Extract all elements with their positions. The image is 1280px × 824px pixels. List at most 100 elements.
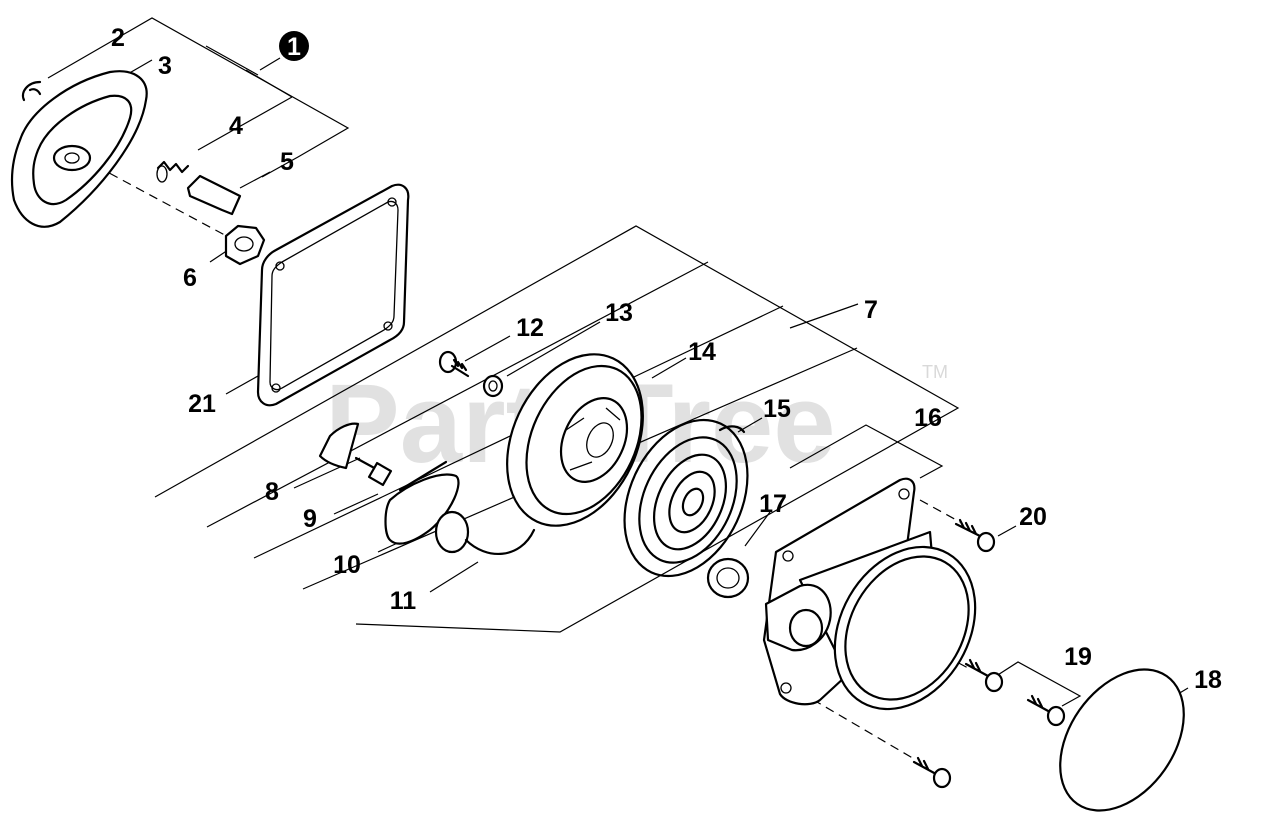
callout-15: 15 [763,395,791,423]
washer-part-13 [482,374,504,398]
spring-coils [156,160,190,174]
screw-part-19-a [964,658,1004,693]
bushing-part-17 [706,557,750,599]
screw-part-19-b [1026,694,1066,727]
e-clip-part-2 [21,80,42,102]
screw-20-shank [954,518,982,538]
bracket-group-1 [47,17,350,178]
screw-20-head [976,531,996,553]
pulley-cover-part-3 [10,70,148,228]
gasket-part-21 [256,183,410,407]
nut-hex [224,224,266,266]
bushing-outer [706,557,750,599]
nut-part-6 [224,224,266,266]
handle-cap-part-8 [318,422,360,470]
case-drum [833,545,977,711]
handle-grip-part-10 [384,460,460,545]
axis-screw-20 [919,499,961,523]
cover-body [10,70,148,228]
cap-shape [318,422,360,470]
decal-disc [1059,668,1185,812]
bracket-group-19 [989,661,1082,707]
bracket-tick-b [245,69,293,98]
leader-11 [429,561,479,593]
reel-ribs [565,407,621,471]
screw-part-20 [954,518,996,553]
callout-6: 6 [183,264,197,292]
leader-12 [464,335,511,362]
spring-coil-2 [638,436,738,564]
nut-hole [234,236,254,252]
callout-7: 7 [864,296,878,324]
spring-hook [718,425,746,434]
watermark-trademark: TM [922,362,948,382]
callout-1-marker [279,31,309,61]
callout-numbers: 1 2 3 4 5 6 7 8 9 10 11 12 13 14 15 16 1… [111,24,1222,694]
callout-4: 4 [229,112,243,140]
gasket-inner [269,200,399,391]
reel-center-hole [586,422,614,458]
screw-19c-head [932,767,952,789]
e-clip-shape [21,80,42,102]
case-boss-hole [788,608,824,648]
cover-hub [52,144,92,172]
case-hole-b [782,550,794,562]
spring-coil-3 [653,453,727,551]
screw-19b-shank [1026,694,1052,714]
starter-case-part-16 [762,477,977,711]
callout-10: 10 [333,551,361,579]
bushing-inner [716,567,740,589]
callout-17: 17 [759,490,787,518]
bracket-group-7 [154,225,960,633]
callout-11: 11 [390,587,417,615]
leader-4 [197,96,293,151]
rope-knot [434,510,470,554]
pawl-body [186,174,242,216]
leader-14 [651,357,687,379]
callout-8: 8 [265,478,279,506]
bracket-lines [47,17,1189,707]
gasket-hole-b [387,197,397,207]
recoil-spring-part-15 [623,418,749,578]
axis-screw-19b [799,691,917,761]
screw-19c-shank [912,756,938,776]
reel-rim [525,364,643,516]
gasket-hole-c [383,321,393,331]
gasket-outer [256,183,410,407]
bracket-group-16 [789,424,944,479]
callout-16: 16 [914,404,942,432]
leader-13 [506,321,601,377]
pawl-part-5 [186,174,242,216]
bolt-head [438,350,458,374]
callout-2: 2 [111,24,125,52]
grip-body [384,473,460,545]
case-boss [764,583,832,652]
screw-19b-head [1046,705,1066,727]
callout-1: 1 [287,33,301,61]
spring-coil-4 [668,470,716,534]
washer-hole [488,380,498,392]
spring-end [156,165,168,183]
spring-part-4 [156,160,190,183]
bracket-step-2 [206,261,709,528]
spring-coil-5 [681,487,705,517]
rope-line [464,528,536,555]
callout-5: 5 [280,148,294,176]
bolt-part-12 [438,350,470,378]
callout-13: 13 [605,299,633,327]
grip-rope-slot [398,460,448,492]
case-hole-a [898,488,910,500]
leader-7 [789,303,859,329]
reel-outer [506,353,644,527]
case-hole-c [780,682,792,694]
leader-9 [333,493,379,515]
callout-12: 12 [516,314,544,342]
callout-9: 9 [303,505,317,533]
reel-part-14 [506,353,644,527]
leader-17 [744,511,771,547]
washer-outer [482,374,504,398]
decal-part-18 [1059,668,1185,812]
screw-19a-head [984,671,1004,693]
gasket-hole-d [271,383,281,393]
